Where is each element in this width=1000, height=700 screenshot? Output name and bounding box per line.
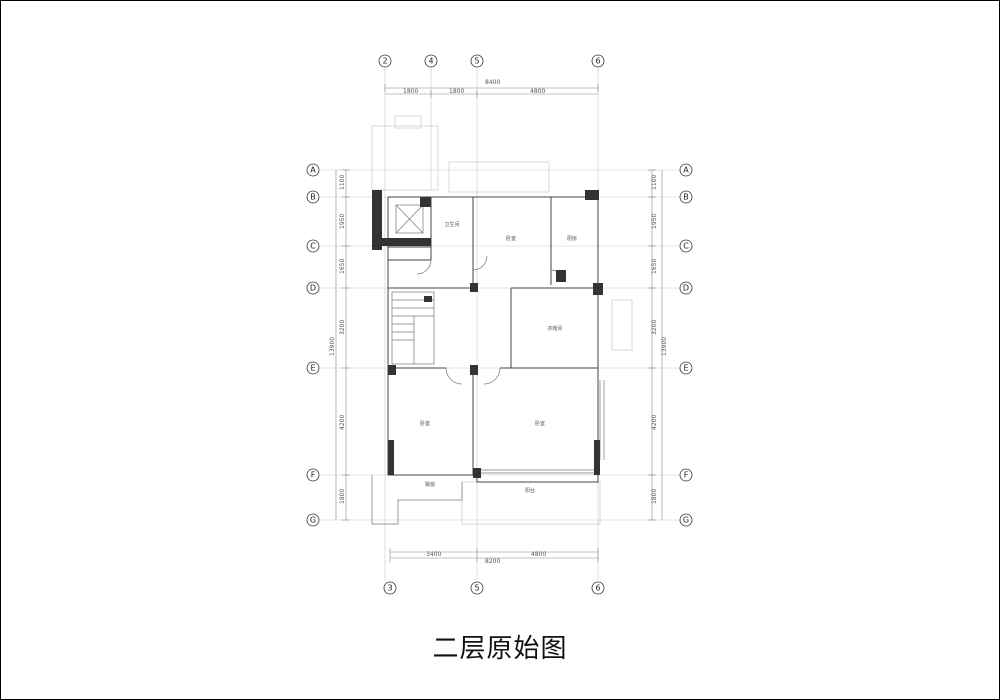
right-dimension-4: 3200 bbox=[651, 320, 658, 335]
right-dimension-5: 4200 bbox=[651, 415, 658, 430]
axis-bubble-left-E: E bbox=[310, 364, 315, 373]
right-dimension-1: 1100 bbox=[651, 175, 658, 190]
left-dimension-5: 4200 bbox=[339, 415, 346, 430]
room-label-bedroom-left: 卧室 bbox=[420, 420, 430, 427]
axis-bubble-left-G: G bbox=[310, 516, 316, 525]
staircase bbox=[391, 291, 435, 365]
top-dimension-chain: 8400 1800 1800 4800 bbox=[384, 79, 599, 98]
room-labels: 卫生间 卧室 厨房 衣帽间 卧室 卧室 飘窗 阳台 bbox=[420, 221, 577, 494]
room-label-bedroom-top: 卧室 bbox=[506, 235, 516, 242]
structural-columns bbox=[372, 190, 603, 478]
bottom-dimension-2: 4800 bbox=[531, 551, 546, 558]
room-label-walkin: 衣帽间 bbox=[547, 325, 562, 332]
left-axis-bubbles: A B C D E F G bbox=[306, 163, 320, 527]
left-dimension-3: 1650 bbox=[339, 259, 346, 274]
left-dimension-1: 1100 bbox=[339, 175, 346, 190]
axis-bubble-right-F: F bbox=[684, 471, 689, 480]
vertical-grid-lines bbox=[384, 68, 599, 580]
axis-bubble-right-B: B bbox=[683, 193, 689, 202]
axis-bubble-left-D: D bbox=[310, 284, 316, 293]
axis-bubble-top-3: 5 bbox=[474, 57, 479, 66]
room-label-balcony: 阳台 bbox=[525, 487, 535, 494]
axis-bubble-top-4: 6 bbox=[595, 57, 600, 66]
room-label-bay-window: 飘窗 bbox=[425, 481, 435, 488]
axis-bubble-right-G: G bbox=[683, 516, 689, 525]
left-dimension-2: 1950 bbox=[339, 214, 346, 229]
left-dimension-chain: 1100 1950 1650 3200 4200 1800 13900 bbox=[329, 169, 350, 521]
right-dimension-2: 1950 bbox=[651, 214, 658, 229]
axis-bubble-bottom-2: 5 bbox=[474, 584, 479, 593]
axis-bubble-right-E: E bbox=[683, 364, 688, 373]
axis-bubble-left-F: F bbox=[311, 471, 316, 480]
right-axis-bubbles: A B C D E F G bbox=[679, 163, 693, 527]
top-dimension-3: 4800 bbox=[530, 88, 545, 95]
top-dimension-1: 1800 bbox=[403, 88, 418, 95]
top-dimension-2: 1800 bbox=[449, 88, 464, 95]
top-total-dimension: 8400 bbox=[485, 79, 500, 86]
bottom-total-dimension: 8200 bbox=[485, 558, 500, 565]
floor-plan: 8400 1800 1800 4800 3400 4800 8200 1100 … bbox=[306, 54, 693, 595]
right-dimension-chain: 1100 1950 1650 3200 4200 1800 13900 bbox=[648, 169, 668, 521]
axis-bubble-left-B: B bbox=[310, 193, 316, 202]
lower-floor-outline bbox=[371, 115, 633, 525]
axis-bubble-left-C: C bbox=[310, 242, 316, 251]
room-label-master: 卧室 bbox=[535, 420, 545, 427]
axis-bubble-bottom-3: 6 bbox=[595, 584, 600, 593]
left-dimension-6: 1800 bbox=[339, 489, 346, 504]
left-total-dimension: 13900 bbox=[329, 337, 336, 356]
right-total-dimension: 13900 bbox=[661, 337, 668, 356]
axis-bubble-right-C: C bbox=[683, 242, 689, 251]
top-axis-bubbles: 2 4 5 6 bbox=[378, 54, 605, 68]
axis-bubble-top-2: 4 bbox=[428, 57, 433, 66]
room-label-bath-right: 厨房 bbox=[567, 235, 577, 242]
axis-bubble-right-D: D bbox=[683, 284, 689, 293]
right-dimension-6: 1800 bbox=[651, 489, 658, 504]
bottom-axis-bubbles: 3 5 6 bbox=[383, 581, 605, 595]
axis-bubble-bottom-1: 3 bbox=[387, 584, 392, 593]
room-label-utility: 卫生间 bbox=[444, 221, 459, 228]
axis-bubble-left-A: A bbox=[310, 166, 316, 175]
bottom-dimension-chain: 3400 4800 8200 bbox=[389, 548, 599, 565]
right-dimension-3: 1650 bbox=[651, 259, 658, 274]
axis-bubble-top-1: 2 bbox=[382, 57, 387, 66]
bottom-dimension-1: 3400 bbox=[426, 551, 441, 558]
axis-bubble-right-A: A bbox=[683, 166, 689, 175]
left-dimension-4: 3200 bbox=[339, 320, 346, 335]
drawing-caption: 二层原始图 bbox=[432, 634, 568, 664]
